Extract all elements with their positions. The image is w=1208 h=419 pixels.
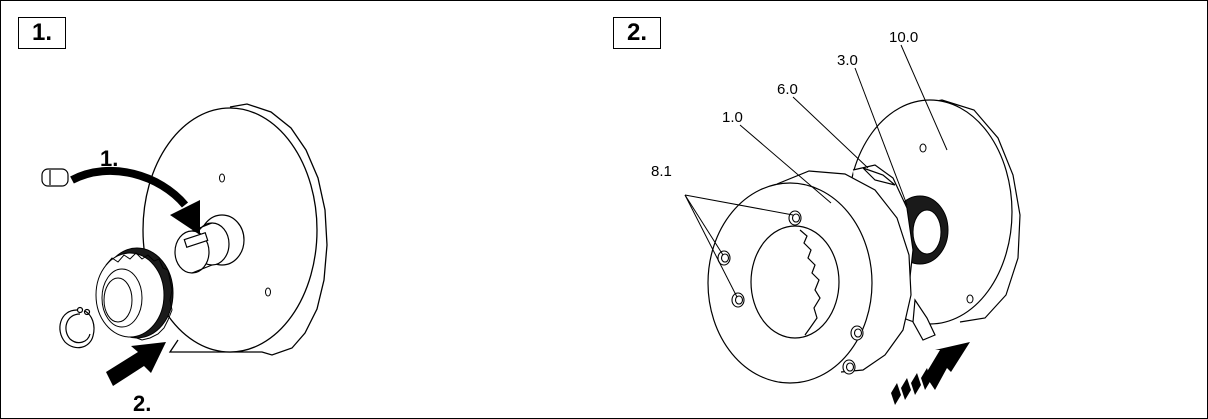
curved-arrow-1 [70,166,189,208]
arrowhead-1 [170,200,200,235]
step-number-2: 2. [613,17,661,49]
housing-hole-bottom [265,287,271,297]
gear [95,247,174,341]
insert-arrow [891,342,970,405]
housing-hole-top [219,173,225,183]
screws [717,210,864,375]
label-6-0: 6.0 [777,81,798,98]
rear-disc-hole-bottom [966,294,974,304]
label-3-0: 3.0 [837,52,858,69]
feather-key [41,168,69,187]
label-10-0: 10.0 [889,29,918,46]
assembly-drawing-step-2: 10.0 3.0 6.0 1.0 8.1 [651,29,1021,405]
panel-step-2: 2. [595,0,1208,419]
leader-lines [684,44,948,298]
label-1-0: 1.0 [722,109,743,126]
straight-arrow-2 [106,342,166,386]
shaft-boss [174,214,245,274]
label-8-1: 8.1 [651,163,672,180]
panel-step-1: 1. 1. [0,0,595,419]
retaining-ring [59,306,95,349]
rear-disc-hole-top [919,143,927,153]
arrow-label-2: 2. [133,391,151,416]
step-number-1: 1. [18,17,66,49]
front-housing [707,170,912,384]
arrow-label-1: 1. [100,146,118,171]
assembly-drawing-step-1: 1. 2. [41,103,328,416]
